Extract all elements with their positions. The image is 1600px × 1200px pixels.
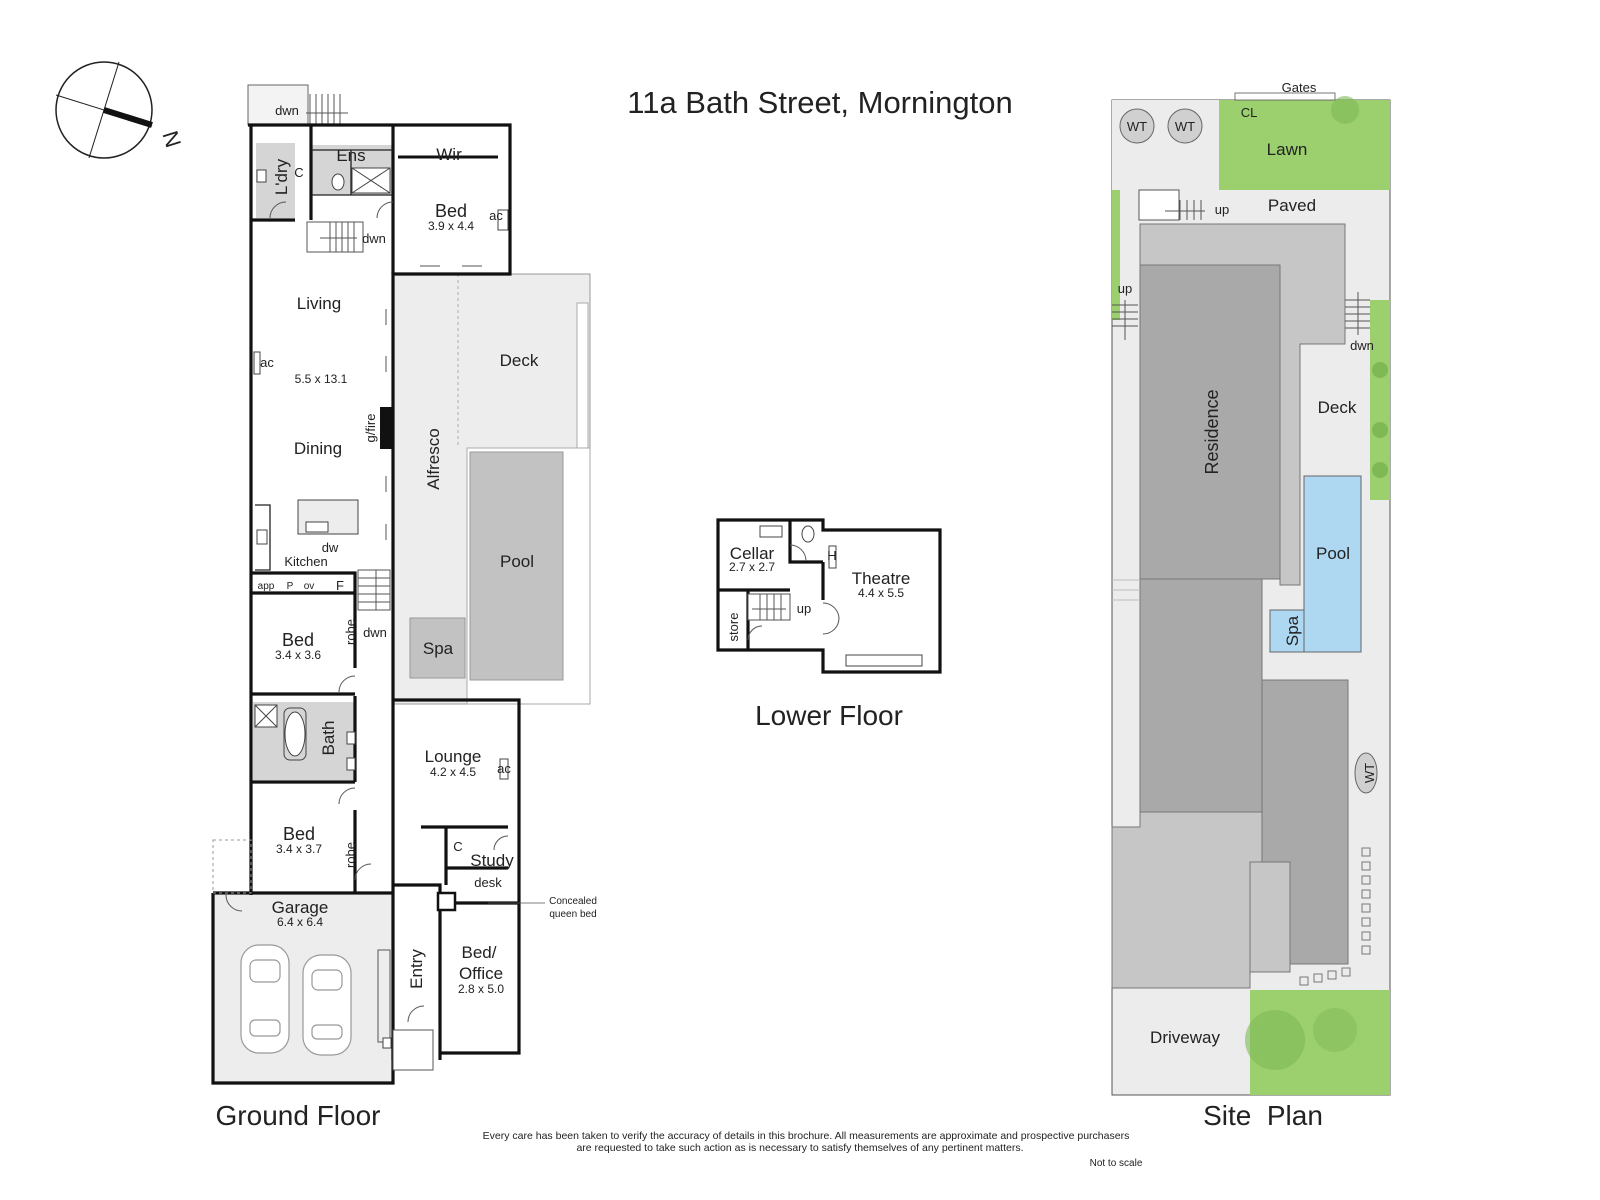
master-bed-label: Bed xyxy=(435,201,467,221)
entry-label: Entry xyxy=(407,949,426,989)
stair-dwn-mid-label: dwn xyxy=(363,625,387,640)
disclaimer-line-2: are requested to take such action as is … xyxy=(576,1142,1023,1154)
bed-2-robe-label: robe xyxy=(343,619,358,645)
laundry-cupboard-label: C xyxy=(294,165,303,180)
ground-floor-plan xyxy=(211,84,591,1085)
paved-label: Paved xyxy=(1268,196,1316,215)
spa-label: Spa xyxy=(423,639,454,658)
kitchen-label: Kitchen xyxy=(284,554,327,569)
site-plan-title: Site Plan xyxy=(1203,1100,1323,1131)
stair-up-label: up xyxy=(797,601,811,616)
site-pool-label: Pool xyxy=(1316,544,1350,563)
garage-label: Garage xyxy=(272,898,329,917)
ensuite-label: Ens xyxy=(336,146,365,165)
site-pool xyxy=(1303,475,1362,653)
site-deck-label: Deck xyxy=(1318,398,1357,417)
concealed-label: Concealed xyxy=(549,896,597,907)
clothesline-label: CL xyxy=(1241,105,1258,120)
property-title: 11a Bath Street, Mornington xyxy=(627,85,1012,120)
store-label: store xyxy=(726,613,741,642)
water-tank-3-label: WT xyxy=(1362,763,1377,783)
site-spa xyxy=(1269,609,1305,653)
compass-icon: N xyxy=(55,61,186,159)
lawn-label: Lawn xyxy=(1267,140,1308,159)
cellar-dimensions: 2.7 x 2.7 xyxy=(729,560,775,574)
master-bed-dimensions: 3.9 x 4.4 xyxy=(428,219,474,233)
not-to-scale-label: Not to scale xyxy=(1090,1158,1143,1169)
lower-floor-title: Lower Floor xyxy=(755,700,903,731)
water-tank-2-label: WT xyxy=(1175,119,1195,134)
compass-north-label: N xyxy=(157,128,186,151)
site-stair-dwn-label: dwn xyxy=(1350,338,1374,353)
queen-bed-label: queen bed xyxy=(549,909,596,920)
driveway-label: Driveway xyxy=(1150,1028,1220,1047)
tree-icon xyxy=(1245,96,1388,1070)
water-tank-icon xyxy=(1354,752,1378,794)
bed-3-label: Bed xyxy=(283,824,315,844)
site-spa-label: Spa xyxy=(1283,615,1302,646)
bed-2-dimensions: 3.4 x 3.6 xyxy=(275,648,321,662)
water-tank-icon xyxy=(1119,108,1155,144)
lower-floor-plan xyxy=(716,518,942,674)
oven-label: ov xyxy=(304,581,315,592)
garage-dimensions: 6.4 x 6.4 xyxy=(277,915,323,929)
ground-floor-title: Ground Floor xyxy=(216,1100,381,1131)
laundry-label: L'dry xyxy=(272,158,291,195)
lounge-label: Lounge xyxy=(425,747,482,766)
fridge-label: F xyxy=(336,578,344,593)
dining-label: Dining xyxy=(294,439,342,458)
gates-label: Gates xyxy=(1282,80,1317,95)
master-ac-label: ac xyxy=(489,208,503,223)
pool-ground xyxy=(469,451,564,681)
bed-2-label: Bed xyxy=(282,630,314,650)
bath-label: Bath xyxy=(319,721,338,756)
heater-label: H xyxy=(827,548,836,563)
stair-dwn-label: dwn xyxy=(362,231,386,246)
spa-ground xyxy=(409,617,466,679)
theatre-dimensions: 4.4 x 5.5 xyxy=(858,586,904,600)
gas-fire-label: g/fire xyxy=(363,414,378,443)
bed-3-robe-label: robe xyxy=(343,842,358,868)
deck-label: Deck xyxy=(500,351,539,370)
residence-label: Residence xyxy=(1202,389,1222,474)
site-stair-up-left-label: up xyxy=(1118,281,1132,296)
living-ac-label: ac xyxy=(260,355,274,370)
stair-dwn-top-label: dwn xyxy=(275,103,299,118)
walk-in-robe-label: Wir xyxy=(436,145,462,164)
study-cupboard-label: C xyxy=(453,839,462,854)
dishwasher-label: dw xyxy=(322,540,339,555)
pantry-label: P xyxy=(287,581,294,592)
appliance-cupboard-label: app xyxy=(258,581,275,592)
bed-office-label-line2: Office xyxy=(459,964,503,983)
site-stair-up-top-label: up xyxy=(1215,202,1229,217)
cellar-label: Cellar xyxy=(730,544,775,563)
living-label: Living xyxy=(297,294,341,313)
living-dimensions: 5.5 x 13.1 xyxy=(295,372,348,386)
lounge-ac-label: ac xyxy=(497,761,511,776)
theatre-label: Theatre xyxy=(852,569,911,588)
water-tank-icon xyxy=(1167,108,1203,144)
pool-label: Pool xyxy=(500,552,534,571)
residence-roof xyxy=(1139,264,1281,580)
bed-3-dimensions: 3.4 x 3.7 xyxy=(276,842,322,856)
disclaimer-line-1: Every care has been taken to verify the … xyxy=(483,1130,1130,1142)
bed-office-label-line1: Bed/ xyxy=(462,943,497,962)
alfresco-label: Alfresco xyxy=(424,428,443,489)
site-plan xyxy=(1111,92,1391,1096)
water-tank-1-label: WT xyxy=(1127,119,1147,134)
car-icon xyxy=(240,944,352,1056)
desk-label: desk xyxy=(474,875,502,890)
lounge-dimensions: 4.2 x 4.5 xyxy=(430,765,476,779)
study-label: Study xyxy=(470,851,514,870)
bed-office-dimensions: 2.8 x 5.0 xyxy=(458,982,504,996)
